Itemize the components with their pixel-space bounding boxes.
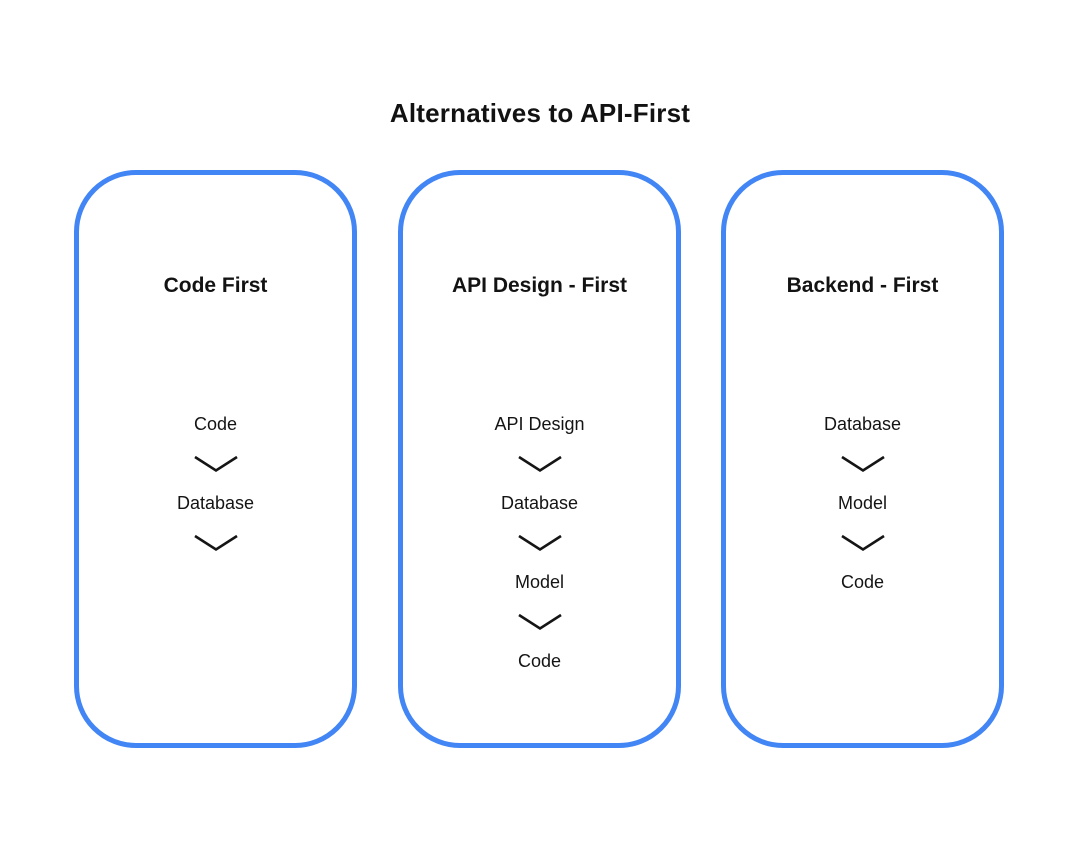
chevron-down-icon <box>517 445 563 485</box>
flow-step-label: Model <box>514 572 565 593</box>
chevron-down-icon <box>840 524 886 564</box>
chevron-down-icon <box>840 445 886 485</box>
page-title: Alternatives to API-First <box>389 98 691 128</box>
flow-step-label: Code <box>193 414 238 435</box>
flow-step-label: Code <box>517 651 562 672</box>
flow-step-label: Database <box>823 414 902 435</box>
card-title: Backend - First <box>786 274 939 297</box>
card-title: API Design - First <box>451 274 628 297</box>
card-title: Code First <box>163 274 268 297</box>
flow-step-label: API Design <box>494 414 585 435</box>
chevron-down-icon <box>517 524 563 564</box>
chevron-down-icon <box>517 603 563 643</box>
flow-step-label: Model <box>837 493 888 514</box>
chevron-down-icon <box>193 524 239 564</box>
flow-step-label: Database <box>176 493 255 514</box>
flow-step-label: Database <box>500 493 579 514</box>
flow-step-label: Code <box>840 572 885 593</box>
chevron-down-icon <box>193 445 239 485</box>
